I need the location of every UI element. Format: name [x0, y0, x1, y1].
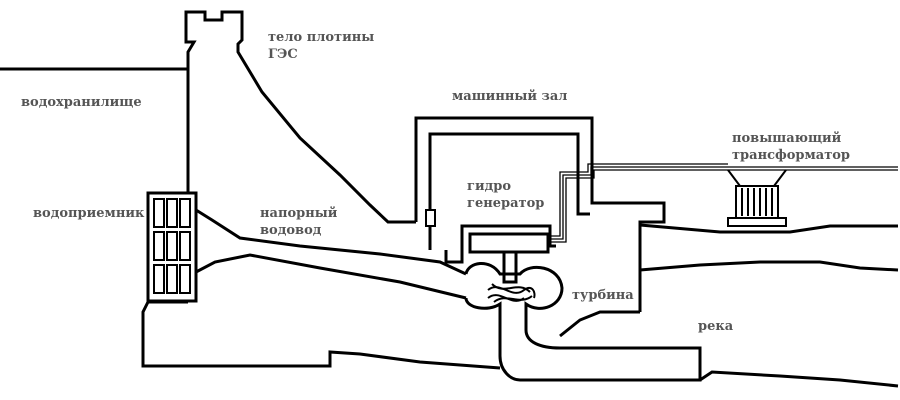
- label-generator: гидро генератор: [467, 178, 544, 212]
- machine-hall-inner-wall: [428, 132, 590, 250]
- power-cable-2: [548, 166, 898, 240]
- label-water-intake: водоприемник: [33, 206, 145, 221]
- generator-housing: [444, 224, 556, 264]
- penstock-upper-wall: [195, 208, 467, 276]
- machine-hall-outline: [414, 116, 666, 312]
- label-river: река: [698, 319, 734, 334]
- label-reservoir: водохранилище: [21, 95, 142, 110]
- river-surface: [639, 260, 899, 272]
- riverbed: [699, 370, 899, 388]
- label-transformer: повышающий трансформатор: [732, 130, 850, 164]
- penstock-lower-wall: [195, 253, 467, 300]
- hall-window: [425, 209, 436, 227]
- power-cable-3: [548, 163, 728, 237]
- label-penstock-line2: водовод: [260, 223, 322, 238]
- turbine-runner-icon: [487, 283, 536, 303]
- label-dam-body-line1: тело плотины: [268, 30, 375, 45]
- label-transformer-line2: трансформатор: [732, 148, 851, 163]
- dam-foundation: [141, 300, 501, 370]
- water-intake-grille: [146, 191, 198, 303]
- tailrace-floor: [559, 310, 640, 338]
- dam-body-outline: [184, 10, 416, 224]
- label-generator-line1: гидро: [467, 179, 512, 194]
- label-turbine: турбина: [572, 288, 634, 303]
- label-dam-body-line2: ГЭС: [268, 47, 298, 62]
- generator-shaft: [502, 250, 518, 284]
- generator-rotor: [468, 232, 550, 254]
- label-penstock: напорный водовод: [260, 205, 337, 239]
- label-generator-line2: генератор: [467, 196, 545, 211]
- right-bank-ground: [639, 223, 898, 234]
- label-penstock-line1: напорный: [260, 206, 338, 221]
- power-cable: [548, 169, 898, 243]
- label-machine-hall: машинный зал: [452, 89, 568, 104]
- label-dam-body: тело плотины ГЭС: [268, 29, 374, 63]
- transformer-icon: [727, 169, 787, 227]
- label-transformer-line1: повышающий: [732, 131, 842, 146]
- turbine-casing: [464, 262, 702, 382]
